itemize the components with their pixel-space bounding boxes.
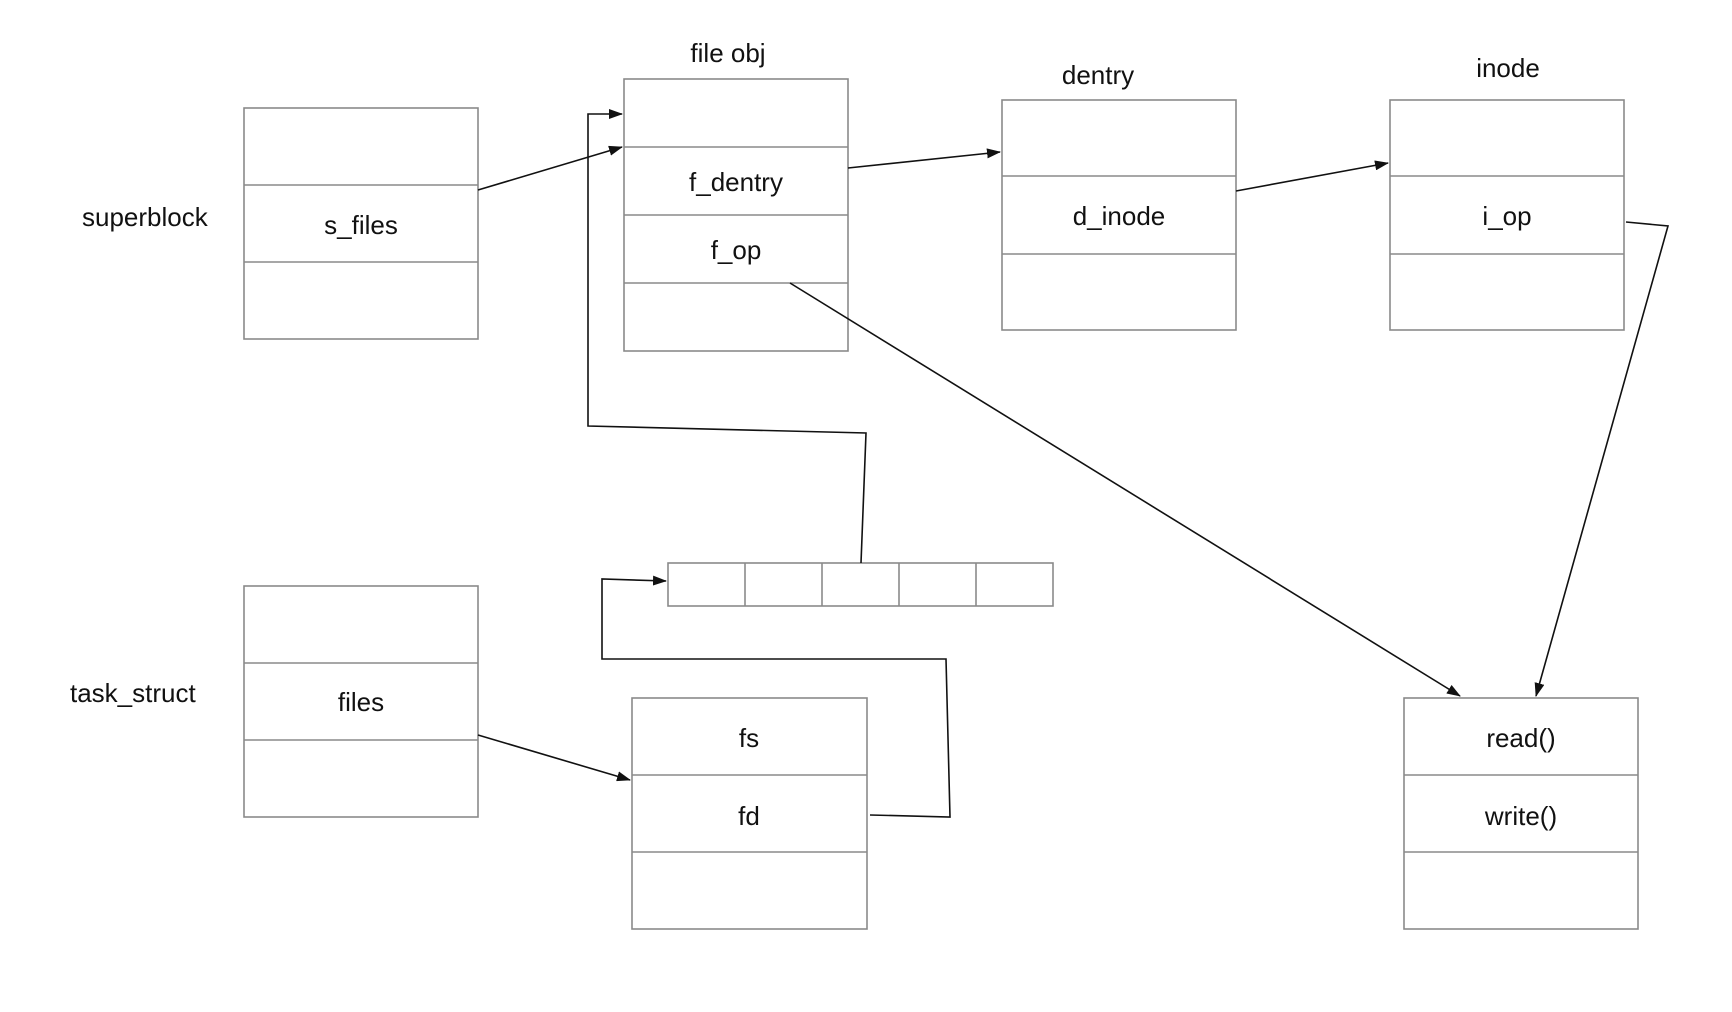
file-obj-label: file obj — [690, 38, 765, 68]
file-ops-struct: read() write() — [1403, 697, 1639, 930]
superblock-label: superblock — [82, 202, 209, 232]
fd-array — [667, 562, 1054, 607]
arrow-d-inode-to-inode — [1235, 160, 1389, 192]
dentry-struct: dentry d_inode — [1001, 60, 1237, 331]
field-write: write() — [1484, 801, 1557, 831]
superblock-box — [243, 107, 479, 340]
inode-box — [1389, 99, 1625, 331]
field-f-op: f_op — [711, 235, 762, 265]
arrow-fd-array-to-file-obj — [587, 109, 867, 564]
field-s-files: s_files — [324, 210, 398, 240]
inode-struct: inode i_op — [1389, 53, 1625, 331]
arrow-f-op-to-file-ops — [789, 282, 1461, 697]
files-struct: fs fd — [631, 697, 868, 930]
inode-label: inode — [1476, 53, 1540, 83]
dentry-label: dentry — [1062, 60, 1134, 90]
files-struct-box — [631, 697, 868, 930]
superblock-struct: superblock s_files — [82, 107, 479, 340]
arrow-s-files-to-file-obj — [477, 145, 623, 191]
task-struct-box — [243, 585, 479, 818]
task-struct: task_struct files — [70, 585, 479, 818]
field-files: files — [338, 687, 384, 717]
field-i-op: i_op — [1482, 201, 1531, 231]
arrow-i-op-to-file-ops — [1534, 221, 1670, 697]
field-read: read() — [1486, 723, 1555, 753]
file-ops-box — [1403, 697, 1639, 930]
field-f-dentry: f_dentry — [689, 167, 783, 197]
field-fd: fd — [738, 801, 760, 831]
arrow-fd-to-fd-array — [601, 575, 951, 818]
task-struct-label: task_struct — [70, 678, 196, 708]
field-fs: fs — [739, 723, 759, 753]
arrow-files-to-files-struct — [477, 734, 631, 782]
dentry-box — [1001, 99, 1237, 331]
field-d-inode: d_inode — [1073, 201, 1166, 231]
arrow-f-dentry-to-dentry — [847, 148, 1001, 169]
fd-array-box — [667, 562, 1054, 607]
file-obj-struct: file obj f_dentry f_op — [623, 38, 849, 352]
connectors — [477, 109, 1670, 818]
